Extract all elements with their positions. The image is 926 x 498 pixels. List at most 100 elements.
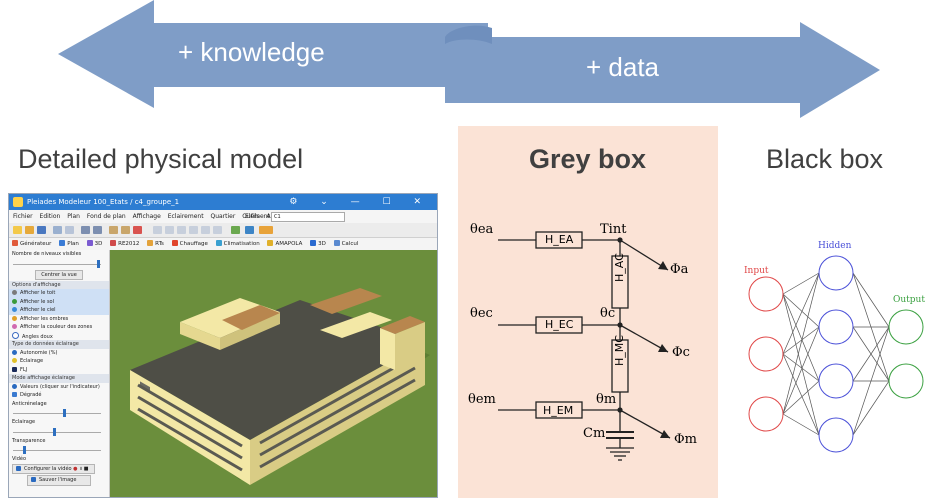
save-image-button[interactable]: Sauver l'image	[27, 475, 91, 486]
flj-icon	[12, 366, 17, 372]
tab-plan[interactable]: Plan	[59, 240, 79, 247]
lighting-knob[interactable]	[53, 427, 56, 436]
tool-a-icon[interactable]	[153, 226, 162, 234]
levels-slider[interactable]	[9, 259, 109, 269]
tool-c-icon[interactable]	[177, 226, 186, 234]
tab-climatisation[interactable]: Climatisation	[215, 240, 260, 247]
nn-edge-input-2-1	[782, 326, 820, 415]
nn-edge-input-0-3	[782, 293, 820, 436]
zone-colors-icon	[12, 324, 17, 329]
app-logo-icon	[13, 197, 23, 207]
menu-affichage[interactable]: Affichage	[132, 213, 161, 220]
menu-fichier[interactable]: Fichier	[13, 213, 33, 220]
new-file-icon[interactable]	[13, 226, 22, 234]
open-folder-icon[interactable]	[25, 226, 34, 234]
3d-viewport[interactable]	[110, 250, 437, 497]
element-select[interactable]: C1	[271, 212, 345, 222]
calc-icon[interactable]	[259, 226, 273, 234]
tab-re2012[interactable]: RE2012	[110, 240, 139, 247]
cut-icon[interactable]	[109, 226, 118, 234]
grid-icon[interactable]	[231, 226, 240, 234]
video-icon	[16, 465, 21, 471]
save-image-icon	[31, 477, 36, 482]
levels-knob[interactable]	[97, 259, 100, 268]
ground-icon	[12, 298, 17, 304]
tab-chauffage[interactable]: Chauffage	[171, 240, 208, 247]
menu-quartier[interactable]: Quartier	[210, 213, 236, 220]
nn-edge-input-0-2	[782, 293, 820, 382]
phi-a-label: Φa	[670, 262, 689, 277]
tool-b-icon[interactable]	[165, 226, 174, 234]
option-zone-colors[interactable]: Afficher la couleur des zones	[9, 323, 109, 332]
option-ground[interactable]: Afficher le sol	[9, 297, 109, 306]
lighting-illuminance[interactable]: Eclairage	[9, 357, 109, 366]
option-shadows[interactable]: Afficher les ombres	[9, 315, 109, 324]
grey-box-rc-circuit	[498, 231, 671, 461]
redo-icon[interactable]	[93, 226, 102, 234]
h-mc-label: H_MC	[613, 335, 626, 366]
copy-icon[interactable]	[65, 226, 74, 234]
tab-rts[interactable]: RTs	[147, 240, 164, 247]
right-arrow-data	[445, 22, 880, 118]
mode-gradient[interactable]: Dégradé	[9, 391, 109, 400]
tab-amapola[interactable]: AMAPOLA	[267, 240, 302, 247]
lighting-slider[interactable]	[9, 427, 109, 437]
tab-3d[interactable]: 3D	[86, 240, 102, 247]
nn-node-input-2	[748, 396, 784, 432]
h-em-label: H_EM	[543, 404, 574, 417]
nn-edge-hidden-3-0	[852, 326, 890, 436]
h-ec-label: H_EC	[545, 318, 574, 331]
option-roof[interactable]: Afficher le toit	[9, 289, 109, 298]
tab-generateur[interactable]: Générateur	[12, 240, 51, 247]
tool-e-icon[interactable]	[201, 226, 210, 234]
menu-edition[interactable]: Edition	[39, 213, 61, 220]
soft-angles-icon	[12, 331, 19, 339]
lighting-flj[interactable]: FLJ	[9, 366, 109, 375]
nn-node-hidden-2	[818, 363, 854, 399]
undo-icon[interactable]	[81, 226, 90, 234]
save-icon[interactable]	[37, 226, 46, 234]
transparency-slider[interactable]	[9, 445, 109, 455]
window-controls[interactable]: ⚙ ⌄ — ☐ ✕	[289, 197, 431, 207]
nn-node-input-0	[748, 276, 784, 312]
tool-d-icon[interactable]	[189, 226, 198, 234]
stop-icon[interactable]: ■	[83, 465, 89, 472]
display-section: Options d'affichage	[9, 280, 109, 289]
roof-top-brown-2	[380, 316, 425, 334]
tool-f-icon[interactable]	[213, 226, 222, 234]
paste-icon[interactable]	[121, 226, 130, 234]
nn-edge-input-2-0	[782, 272, 820, 415]
option-sky[interactable]: Afficher le ciel	[9, 306, 109, 315]
option-soft-angles[interactable]: Angles doux	[9, 331, 109, 341]
print-icon[interactable]	[53, 226, 62, 234]
theta-ec-label: θec	[470, 306, 493, 321]
output-layer-label: Output	[893, 295, 925, 305]
pause-icon[interactable]: ॥	[79, 465, 83, 472]
nn-node-hidden-1	[818, 309, 854, 345]
knowledge-label: + knowledge	[178, 37, 325, 67]
menu-fond-de-plan[interactable]: Fond de plan	[86, 213, 126, 220]
nn-edge-input-0-0	[782, 272, 820, 295]
antialias-slider[interactable]	[9, 408, 109, 418]
tab-calcul[interactable]: Calcul	[333, 240, 358, 247]
menu-plan[interactable]: Plan	[67, 213, 80, 220]
tab-3d-view[interactable]: 3D	[310, 240, 326, 247]
center-view-button[interactable]: Centrer la vue	[35, 269, 83, 280]
shadows-icon	[12, 315, 17, 321]
lighting-autonomy[interactable]: Autonomie (%)	[9, 349, 109, 358]
nn-node-output-1	[888, 363, 924, 399]
menu-outils[interactable]: Outils	[242, 213, 260, 220]
delete-icon[interactable]	[133, 226, 142, 234]
antialias-knob[interactable]	[63, 409, 66, 417]
h-ea-label: H_EA	[545, 233, 574, 246]
view-icon[interactable]	[245, 226, 254, 234]
record-icon[interactable]: ●	[73, 465, 78, 472]
configure-video-button[interactable]: Configurer la vidéo ● ॥ ■	[12, 463, 95, 474]
detailed-model-heading: Detailed physical model	[18, 144, 304, 174]
mode-values[interactable]: Valeurs (cliquer sur l'indicateur)	[9, 383, 109, 392]
menu-eclairement[interactable]: Eclairement	[167, 213, 204, 220]
transparency-knob[interactable]	[23, 446, 26, 454]
building-3d-render	[130, 288, 430, 485]
hidden-layer-label: Hidden	[818, 241, 852, 251]
lighting-slider-label: Eclairage	[12, 419, 36, 425]
